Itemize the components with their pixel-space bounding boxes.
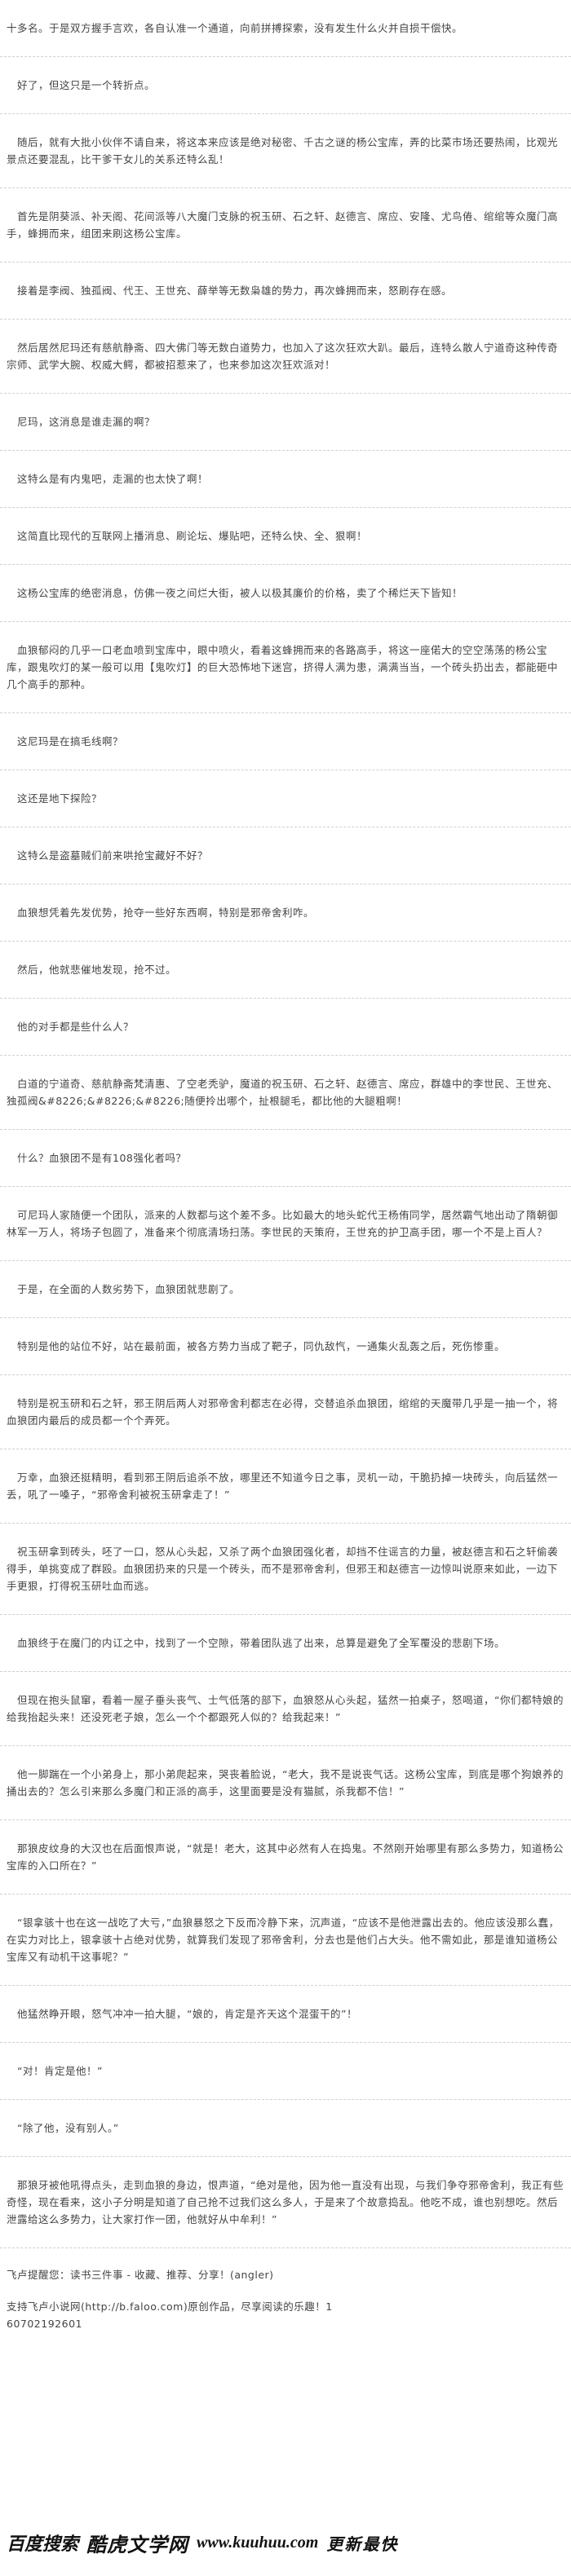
chapter-paragraph: “对！肯定是他！” bbox=[0, 2043, 571, 2100]
chapter-paragraph: “除了他，没有别人。” bbox=[0, 2100, 571, 2157]
logo-url: www.kuuhuu.com bbox=[197, 2533, 319, 2552]
chapter-paragraph: 首先是阴葵派、补天阁、花间派等八大魔门支脉的祝玉研、石之轩、赵德言、席应、安隆、… bbox=[0, 188, 571, 262]
chapter-paragraph: 这还是地下探险？ bbox=[0, 770, 571, 827]
chapter-paragraph: 特别是祝玉研和石之轩，邪王阴后两人对邪帝舍利都志在必得，交替追杀血狼团，绾绾的天… bbox=[0, 1375, 571, 1449]
chapter-paragraph: 这杨公宝库的绝密消息，仿佛一夜之间烂大街，被人以极其廉价的价格，卖了个稀烂天下皆… bbox=[0, 565, 571, 622]
logo-slogan: 更新最快 bbox=[326, 2534, 399, 2554]
chapter-paragraph: 什么？血狼团不是有108强化者吗？ bbox=[0, 1130, 571, 1187]
chapter-paragraph: 他的对手都是些什么人？ bbox=[0, 999, 571, 1056]
chapter-paragraph: 那狼皮纹身的大汉也在后面恨声说，“就是！老大，这其中必然有人在捣鬼。不然刚开始哪… bbox=[0, 1820, 571, 1895]
chapter-paragraph: 万幸，血狼还挺精明，看到邪王阴后追杀不放，哪里还不知道今日之事，灵机一动，干脆扔… bbox=[0, 1449, 571, 1524]
chapter-paragraph: 这特么是有内鬼吧，走漏的也太快了啊！ bbox=[0, 451, 571, 508]
chapter-paragraph: 血狼郁闷的几乎一口老血喷到宝库中，眼中喷火，看着这蜂拥而来的各路高手，将这一座偌… bbox=[0, 622, 571, 713]
chapter-paragraph: 十多名。于是双方握手言欢，各自认准一个通道，向前拼搏探索，没有发生什么火并自损干… bbox=[0, 0, 571, 57]
chapter-content: 十多名。于是双方握手言欢，各自认准一个通道，向前拼搏探索，没有发生什么火并自损干… bbox=[0, 0, 571, 2336]
chapter-paragraph: 那狼牙被他吼得点头，走到血狼的身边，恨声道，“绝对是他，因为他一直没有出现，与我… bbox=[0, 2157, 571, 2248]
chapter-paragraph: 然后，他就悲催地发现，抢不过。 bbox=[0, 942, 571, 999]
chapter-paragraph: 特别是他的站位不好，站在最前面，被各方势力当成了靶子，同仇敌忾，一通集火乱轰之后… bbox=[0, 1318, 571, 1375]
chapter-paragraph: 这简直比现代的互联网上播消息、刷论坛、爆贴吧，还特么快、全、狠啊！ bbox=[0, 508, 571, 565]
chapter-paragraph: 他猛然睁开眼，怒气冲冲一拍大腿，“娘的，肯定是齐天这个混蛋干的”！ bbox=[0, 1986, 571, 2043]
chapter-paragraph: 他一脚踹在一个小弟身上，那小弟爬起来，哭丧着脸说，“老大，我不是说丧气话。这杨公… bbox=[0, 1746, 571, 1820]
chapter-paragraph: 于是，在全面的人数劣势下，血狼团就悲剧了。 bbox=[0, 1261, 571, 1318]
chapter-paragraph: 血狼想凭着先发优势，抢夺一些好东西啊，特别是邪帝舍利咋。 bbox=[0, 884, 571, 942]
chapter-paragraph: 血狼终于在魔门的内讧之中，找到了一个空隙，带着团队逃了出来，总算是避免了全军覆没… bbox=[0, 1615, 571, 1672]
chapter-paragraph: 接着是李阀、独孤阀、代王、王世充、薛举等无数枭雄的势力，再次蜂拥而来，怒刷存在感… bbox=[0, 262, 571, 320]
chapter-paragraph: 尼玛，这消息是谁走漏的啊？ bbox=[0, 394, 571, 451]
chapter-paragraph: “银拿骇十也在这一战吃了大亏，”血狼暴怒之下反而冷静下来，沉声道，“应该不是他泄… bbox=[0, 1895, 571, 1986]
chapter-paragraph: 随后，就有大批小伙伴不请自来，将这本来应该是绝对秘密、千古之谜的杨公宝库，弄的比… bbox=[0, 114, 571, 188]
support-note: 支持飞卢小说网(http://b.faloo.com)原创作品，尽享阅读的乐趣！… bbox=[0, 2287, 571, 2336]
chapter-paragraph: 祝玉研拿到砖头，呸了一口，怒从心头起，又杀了两个血狼团强化者，却挡不住谣言的力量… bbox=[0, 1524, 571, 1615]
support-text: 支持飞卢小说网(http://b.faloo.com)原创作品，尽享阅读的乐趣！… bbox=[7, 2300, 333, 2313]
logo-search-text: 百度搜索 bbox=[7, 2534, 79, 2555]
chapter-paragraph: 这特么是盗墓贼们前来哄抢宝藏好不好？ bbox=[0, 827, 571, 884]
support-id: 60702192601 bbox=[7, 2318, 82, 2330]
logo-site-name: 酷虎文学网 bbox=[86, 2532, 189, 2556]
chapter-paragraph: 这尼玛是在搞毛线啊？ bbox=[0, 713, 571, 770]
chapter-paragraph: 白道的宁道奇、慈航静斋梵清惠、了空老秃驴，魔道的祝玉研、石之轩、赵德言、席应，群… bbox=[0, 1056, 571, 1130]
chapter-paragraph: 但现在抱头鼠窜，看着一屋子垂头丧气、士气低落的部下，血狼怒从心头起，猛然一拍桌子… bbox=[0, 1672, 571, 1746]
chapter-paragraph: 可尼玛人家随便一个团队，派来的人数都与这个差不多。比如最大的地头蛇代王杨侑同学，… bbox=[0, 1187, 571, 1261]
chapter-paragraph: 然后居然尼玛还有慈航静斋、四大佛门等无数白道势力，也加入了这次狂欢大趴。最后，连… bbox=[0, 320, 571, 394]
reading-reminder: 飞卢提醒您：读书三件事 - 收藏、推荐、分享！(angler) bbox=[7, 2269, 274, 2281]
chapter-paragraph: 好了，但这只是一个转折点。 bbox=[0, 57, 571, 114]
site-logo: 百度搜索 酷虎文学网 www.kuuhuu.com 更新最快 bbox=[7, 2524, 564, 2561]
